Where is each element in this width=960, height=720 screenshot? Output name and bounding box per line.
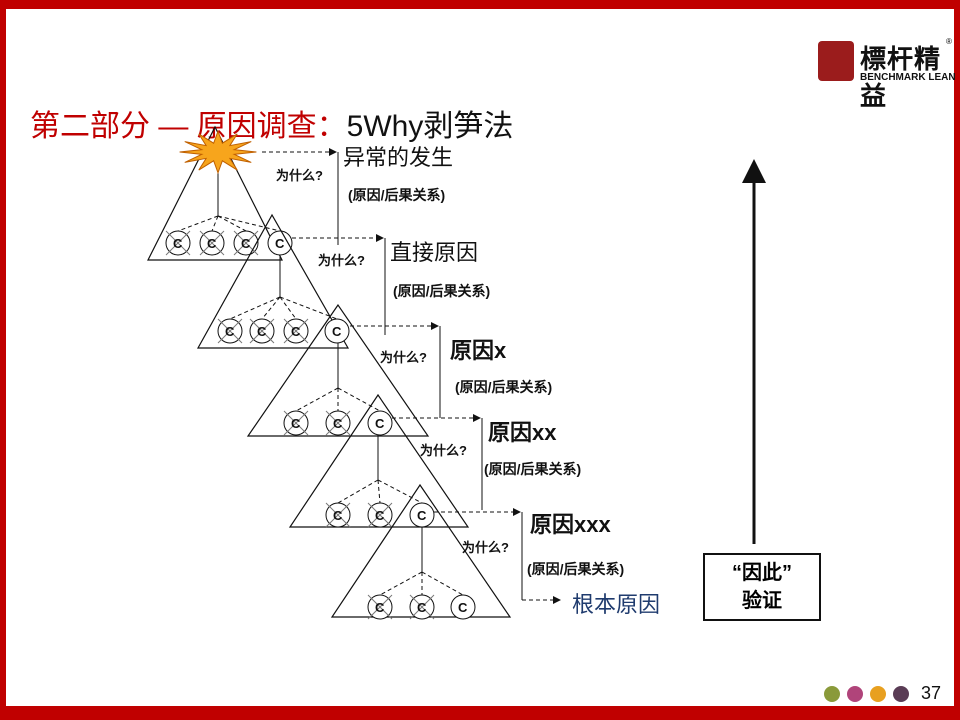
cause-letter: C	[375, 508, 385, 523]
conclusion-line1: “因此”	[732, 562, 792, 584]
cause-circle	[324, 318, 350, 344]
level-label: 异常的发生	[343, 145, 453, 170]
cause-letter: C	[333, 416, 343, 431]
branch-line	[295, 387, 339, 412]
cause-letter: C	[417, 508, 427, 523]
cause-letter: C	[333, 508, 343, 523]
cause-circle	[450, 594, 476, 620]
branch-line	[337, 479, 379, 504]
logo-mark-icon	[818, 41, 854, 81]
cause-letter: C	[207, 236, 217, 251]
cause-letter: C	[458, 600, 468, 615]
relation-label: (原因/后果关系)	[348, 187, 445, 203]
branch-line	[229, 296, 281, 320]
cross-out-line	[199, 230, 225, 256]
cross-out-line	[409, 594, 435, 620]
title-part: 第二部分 — 原因调查：	[30, 110, 347, 143]
branch-line	[379, 571, 423, 596]
cross-out-line	[367, 502, 393, 528]
cause-letter: C	[275, 236, 285, 251]
branch-line	[261, 296, 281, 320]
cross-out-line	[367, 594, 393, 620]
relation-label: (原因/后果关系)	[527, 561, 624, 577]
cause-letter: C	[257, 324, 267, 339]
triangle-level-1	[147, 125, 283, 261]
branch-line	[421, 571, 464, 596]
branch-line	[337, 387, 381, 412]
why-label: 为什么?	[318, 253, 365, 268]
cause-letter: C	[332, 324, 342, 339]
why-label: 为什么?	[420, 443, 467, 458]
conclusion-box: “因此” 验证	[703, 553, 821, 621]
relation-label: (原因/后果关系)	[484, 461, 581, 477]
cause-letter: C	[225, 324, 235, 339]
cause-circle	[367, 410, 393, 436]
why-label: 为什么?	[276, 168, 323, 183]
level-label: 直接原因	[390, 240, 478, 265]
level-label: 原因xx	[488, 420, 557, 445]
dot-olive	[824, 686, 840, 702]
branch-line	[177, 215, 219, 232]
page-number: 37	[921, 683, 942, 703]
cross-out-line	[233, 230, 259, 256]
cross-out-line	[283, 410, 309, 436]
cross-out-line	[283, 318, 309, 344]
conclusion-line2: 验证	[742, 590, 782, 612]
why-label: 为什么?	[462, 540, 509, 555]
branch-line	[211, 215, 219, 232]
cause-letter: C	[375, 600, 385, 615]
cross-out-line	[325, 502, 351, 528]
cause-letter: C	[241, 236, 251, 251]
logo-en: BENCHMARK LEAN	[860, 72, 956, 83]
slide-title: 第二部分 — 原因调查：5Why剥笋法	[30, 101, 513, 145]
level-label: 原因xxx	[530, 512, 611, 537]
cause-letter: C	[173, 236, 183, 251]
cause-letter: C	[291, 324, 301, 339]
root-cause-label: 根本原因	[572, 592, 660, 617]
branch-line	[377, 479, 381, 504]
title-method: 5Why剥笋法	[346, 110, 514, 143]
dot-purple	[893, 686, 909, 702]
incident-starburst-icon	[179, 129, 257, 175]
cause-letter: C	[291, 416, 301, 431]
dot-orange	[870, 686, 886, 702]
logo-cn: 標杆精益	[860, 44, 942, 111]
relation-label: (原因/后果关系)	[393, 283, 490, 299]
logo: 標杆精益 ® BENCHMARK LEAN	[818, 37, 958, 111]
triangle-level-3	[246, 303, 430, 437]
branch-line	[377, 479, 423, 504]
logo-reg: ®	[946, 37, 952, 46]
cross-out-line	[325, 410, 351, 436]
level-label: 原因x	[450, 338, 507, 363]
cause-letter: C	[375, 416, 385, 431]
why-label: 为什么?	[380, 350, 427, 365]
branch-line	[279, 296, 297, 320]
branch-line	[217, 215, 247, 232]
cross-out-line	[217, 318, 243, 344]
triangle-level-2	[196, 213, 350, 349]
cause-letter: C	[417, 600, 427, 615]
cross-out-line	[249, 318, 275, 344]
cross-out-line	[165, 230, 191, 256]
branch-line	[217, 215, 281, 232]
relation-label: (原因/后果关系)	[455, 379, 552, 395]
branch-line	[279, 296, 338, 320]
dot-magenta	[847, 686, 863, 702]
